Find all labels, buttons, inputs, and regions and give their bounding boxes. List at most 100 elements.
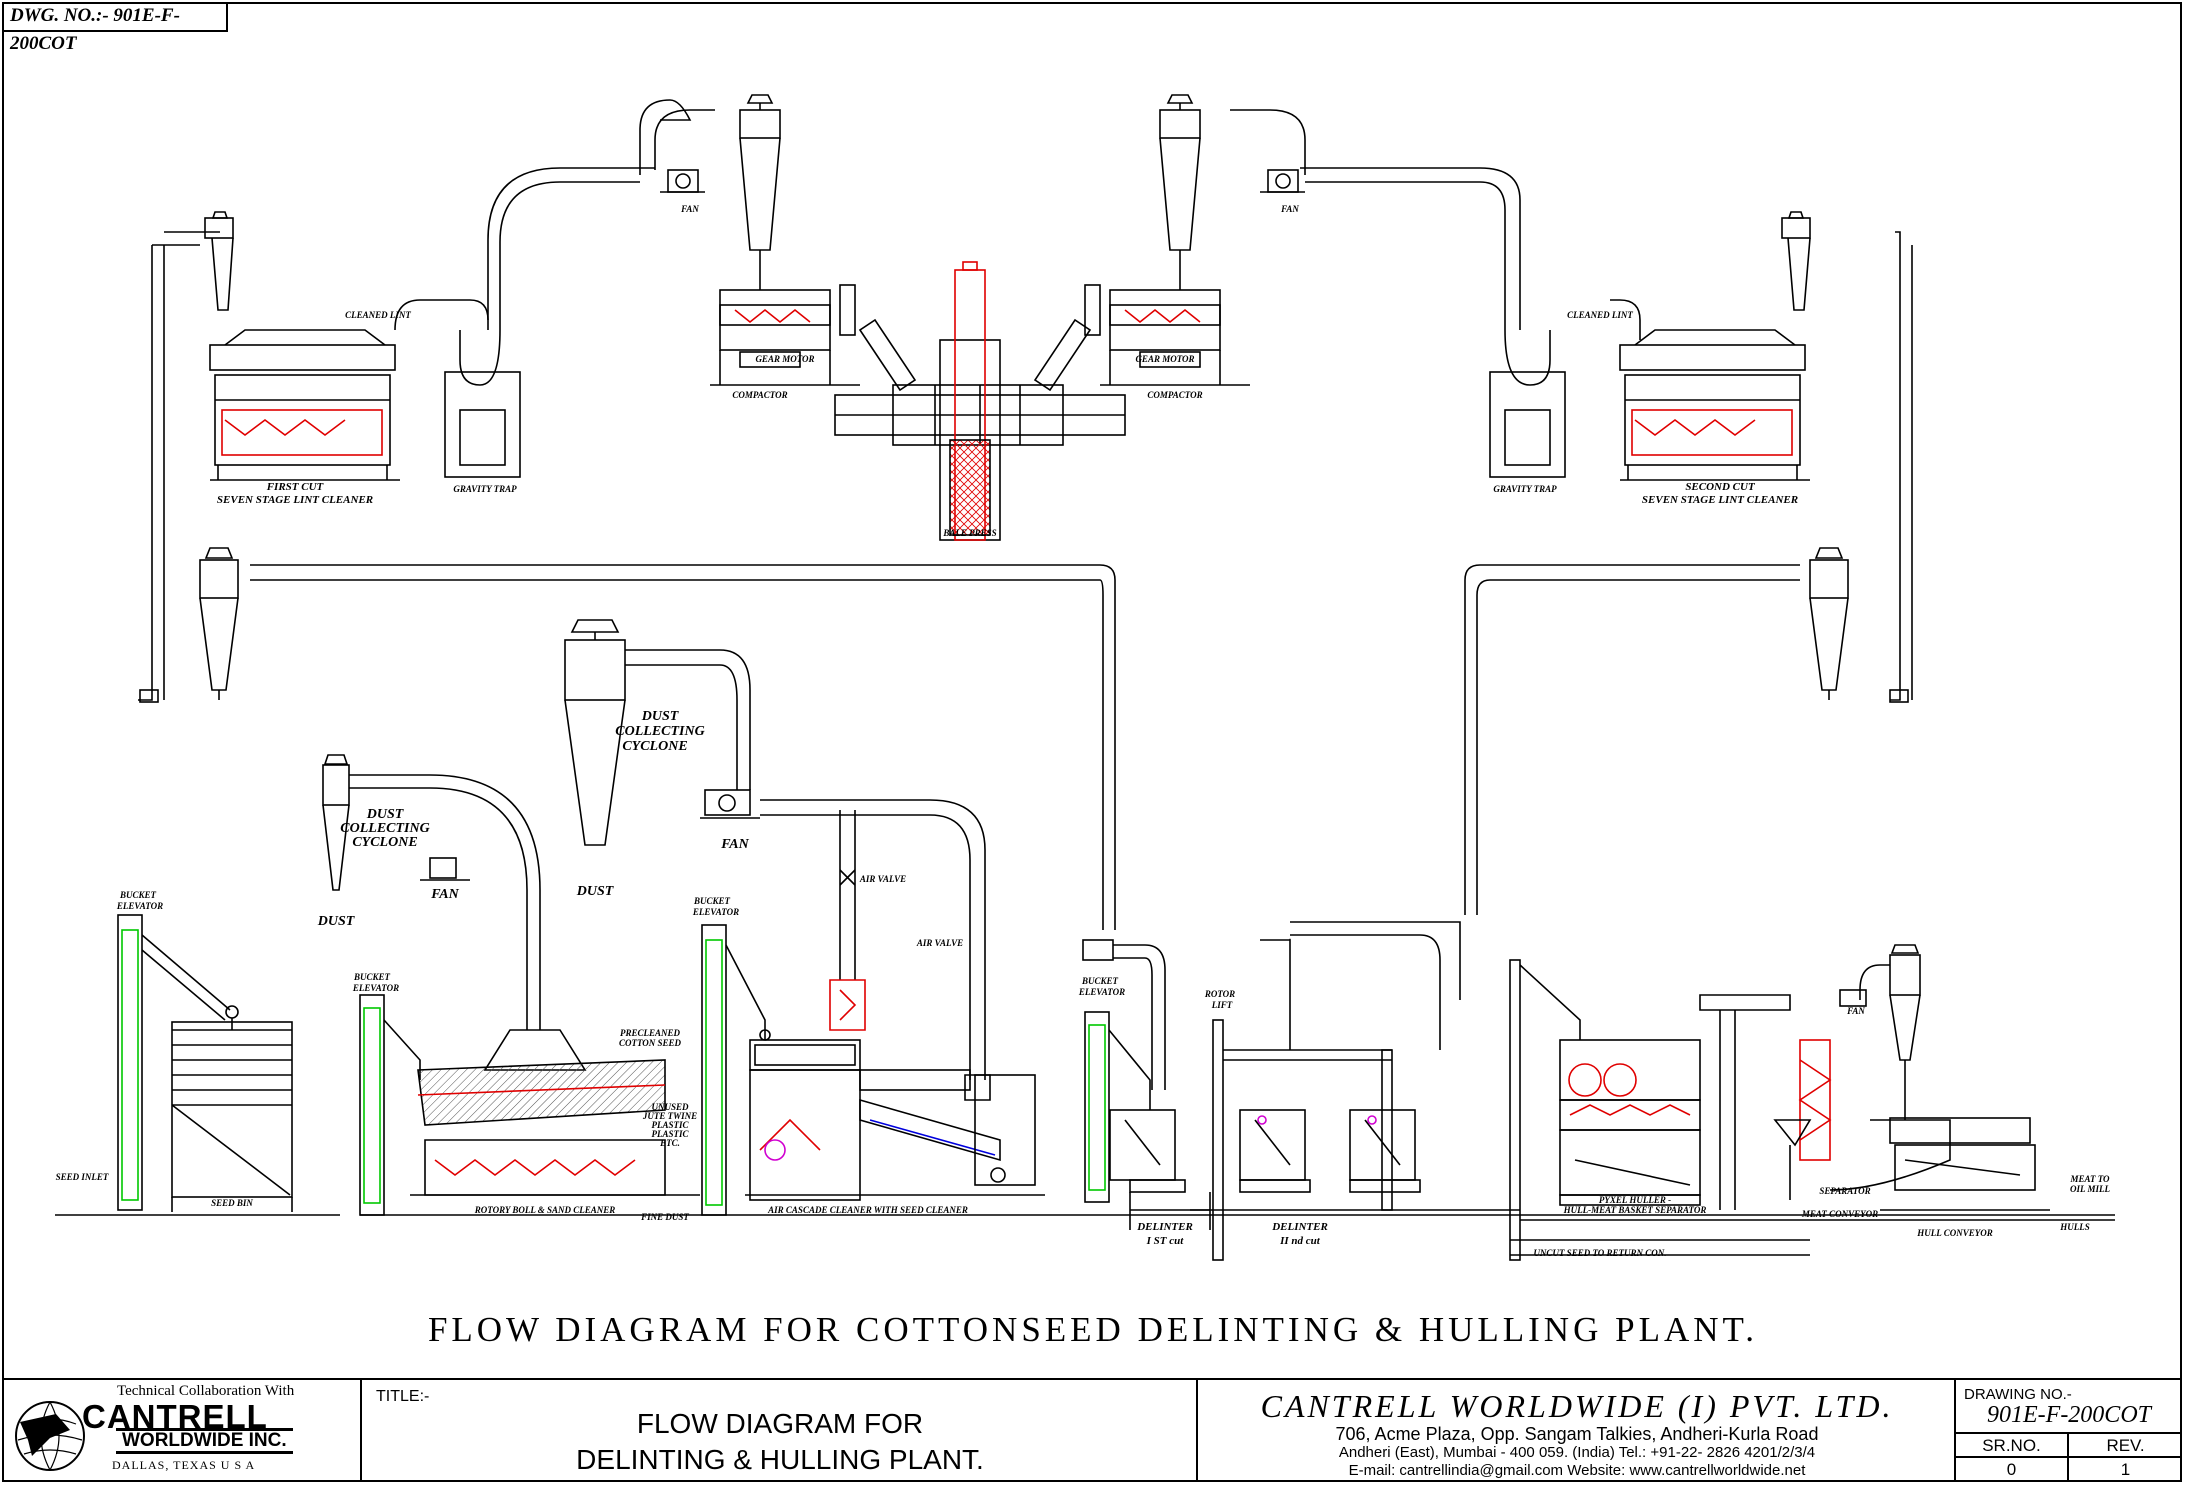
- first-cut-lint-cleaner: [204, 211, 400, 481]
- label-compactor-right: COMPACTOR: [1147, 390, 1202, 400]
- label-cleaned-lint-left: CLEANED LINT: [345, 310, 411, 320]
- label-dust-cyclone-small-1: DUST: [366, 807, 405, 822]
- top-left-duct: [138, 99, 715, 701]
- huller-frame: [1509, 959, 1810, 1261]
- bucket-elevator-2: [359, 994, 421, 1216]
- flow-diagram: FAN FAN COMPACTOR COMPACTOR GEAR MOTOR G…: [55, 94, 2115, 1261]
- delinter-first-cut: [1109, 1109, 1211, 1230]
- label-gear-motor-right: GEAR MOTOR: [1135, 354, 1194, 364]
- label-delinter-1b: I ST cut: [1146, 1235, 1185, 1247]
- cyclone-mid-right: [1809, 547, 1909, 703]
- label-gravity-trap-right: GRAVITY TRAP: [1493, 484, 1557, 494]
- label-air-cascade: AIR CASCADE CLEANER WITH SEED CLEANER: [767, 1205, 968, 1215]
- sr-no-label: SR.NO.: [1956, 1434, 2069, 1458]
- globe-logo-icon: [15, 1401, 85, 1471]
- label-rotary-cleaner: ROTORY BOLL & SAND CLEANER: [474, 1205, 616, 1215]
- drawing-number-tag: DWG. NO.:- 901E-F-200COT: [2, 2, 228, 54]
- label-seed-bin: SEED BIN: [211, 1198, 253, 1208]
- label-unused-4: PLASTIC: [651, 1129, 689, 1139]
- brand-subtitle: WORLDWIDE INC.: [116, 1428, 293, 1454]
- label-precleaned-1: PRECLEANED: [620, 1028, 681, 1038]
- rev-label: REV.: [2069, 1434, 2182, 1458]
- label-rotor-lift-b: LIFT: [1211, 1000, 1233, 1010]
- label-dust-cyclone-big-2: COLLECTING: [615, 724, 704, 739]
- label-meat-to-2: OIL MILL: [2070, 1184, 2110, 1194]
- title-block: Technical Collaboration With CANTRELL WO…: [2, 1378, 2182, 1482]
- company-cell: CANTRELL WORLDWIDE (I) PVT. LTD. 706, Ac…: [1198, 1380, 1956, 1482]
- label-gear-motor-left: GEAR MOTOR: [755, 354, 814, 364]
- title-label: TITLE:-: [376, 1388, 430, 1405]
- cyclone-top-left: [739, 94, 781, 290]
- rotor-lift-frame: [1212, 921, 1461, 1261]
- label-dust-cyclone-small-2: COLLECTING: [340, 821, 429, 836]
- label-uncut-seed: UNCUT SEED TO RETURN CON.: [1533, 1248, 1666, 1258]
- label-fan-right-low: FAN: [1846, 1006, 1865, 1016]
- compactor-left: [710, 284, 860, 386]
- bucket-elevator-4: [1084, 1011, 1151, 1203]
- company-address-1: 706, Acme Plaza, Opp. Sangam Talkies, An…: [1335, 1424, 1819, 1444]
- drawing-number-cell: DRAWING NO.- 901E-F-200COT SR.NO. REV. 0…: [1956, 1380, 2182, 1482]
- air-cascade-cleaner: [745, 1039, 1045, 1201]
- label-unused-3: PLASTIC: [651, 1120, 689, 1130]
- rotary-cleaner: [410, 1059, 700, 1196]
- main-title: FLOW DIAGRAM FOR COTTONSEED DELINTING & …: [427, 1310, 1759, 1349]
- company-contact: E-mail: cantrellindia@gmail.com Website:…: [1348, 1462, 1806, 1479]
- label-seed-inlet: SEED INLET: [56, 1172, 109, 1182]
- label-cleaned-lint-right: CLEANED LINT: [1567, 310, 1633, 320]
- label-huller-1: PYXEL HULLER -: [1599, 1195, 1671, 1205]
- label-fan-mid: FAN: [720, 837, 749, 852]
- drawing-number-label: DRAWING NO.-: [1964, 1386, 2072, 1403]
- label-separator: SEPARATOR: [1819, 1186, 1870, 1196]
- label-air-valve-2: AIR VALVE: [916, 938, 963, 948]
- company-address-2: Andheri (East), Mumbai - 400 059. (India…: [1338, 1444, 1816, 1461]
- compactor-right: [1084, 284, 1250, 386]
- label-bucket-elevator-2a: BUCKET: [353, 972, 391, 982]
- separator-section: [1699, 994, 1951, 1210]
- sr-no-value: 0: [1956, 1458, 2069, 1482]
- cyclone-top-right: [1159, 94, 1201, 290]
- label-bucket-elevator-1b: ELEVATOR: [116, 901, 163, 911]
- label-delinter-2b: II nd cut: [1279, 1235, 1321, 1247]
- delinter-second-cut-b: [1349, 1109, 1421, 1193]
- label-bucket-elevator-2b: ELEVATOR: [352, 983, 399, 993]
- brand-location: DALLAS, TEXAS U S A: [112, 1458, 256, 1472]
- label-bucket-elevator-1a: BUCKET: [119, 890, 157, 900]
- bale-press: [834, 261, 1126, 541]
- label-bale-press: BALE PRESS: [942, 528, 996, 538]
- label-dust-big: DUST: [576, 884, 615, 899]
- label-bucket-elevator-4a: BUCKET: [1081, 976, 1119, 986]
- big-dust-cyclone: [564, 619, 760, 846]
- label-rotor-lift-a: ROTOR: [1204, 989, 1235, 999]
- label-unused-5: ETC.: [659, 1138, 680, 1148]
- fan-top-right: [1260, 169, 1305, 193]
- revision-grid: SR.NO. REV. 0 1: [1956, 1432, 2182, 1482]
- label-fan-left: FAN: [680, 204, 699, 214]
- separator-cyclone-fan: [1839, 944, 1921, 1120]
- label-gravity-trap-left: GRAVITY TRAP: [453, 484, 517, 494]
- left-lint-duct: [250, 564, 1116, 930]
- right-lint-duct: [1464, 564, 1800, 915]
- small-dust-cyclone: [322, 754, 587, 1071]
- bucket-elevator-1: [117, 914, 239, 1211]
- label-bucket-elevator-3a: BUCKET: [693, 896, 731, 906]
- collab-text: Technical Collaboration With: [117, 1383, 295, 1399]
- gravity-trap-left: [444, 371, 521, 478]
- label-second-cut-1: SECOND CUT: [1685, 481, 1756, 493]
- label-dust-cyclone-big-3: CYCLONE: [622, 739, 687, 754]
- label-second-cut-2: SEVEN STAGE LINT CLEANER: [1642, 494, 1798, 506]
- cyclone-mid-left: [139, 547, 239, 703]
- meat-separator: [1880, 1117, 2050, 1211]
- label-dust-small: DUST: [317, 914, 356, 929]
- label-bucket-elevator-4b: ELEVATOR: [1078, 987, 1125, 997]
- label-unused-2: JUTE TWINE: [642, 1111, 697, 1121]
- label-compactor-left: COMPACTOR: [732, 390, 787, 400]
- label-delinter-2a: DELINTER: [1271, 1221, 1328, 1233]
- label-meat-to-1: MEAT TO: [2069, 1174, 2110, 1184]
- label-fan-small: FAN: [430, 887, 459, 902]
- company-name: CANTRELL WORLDWIDE (I) PVT. LTD.: [1260, 1388, 1894, 1424]
- label-fan-right: FAN: [1280, 204, 1299, 214]
- air-valve-duct: [760, 799, 991, 1101]
- rev-value: 1: [2120, 1460, 2131, 1479]
- label-air-valve-1: AIR VALVE: [859, 874, 906, 884]
